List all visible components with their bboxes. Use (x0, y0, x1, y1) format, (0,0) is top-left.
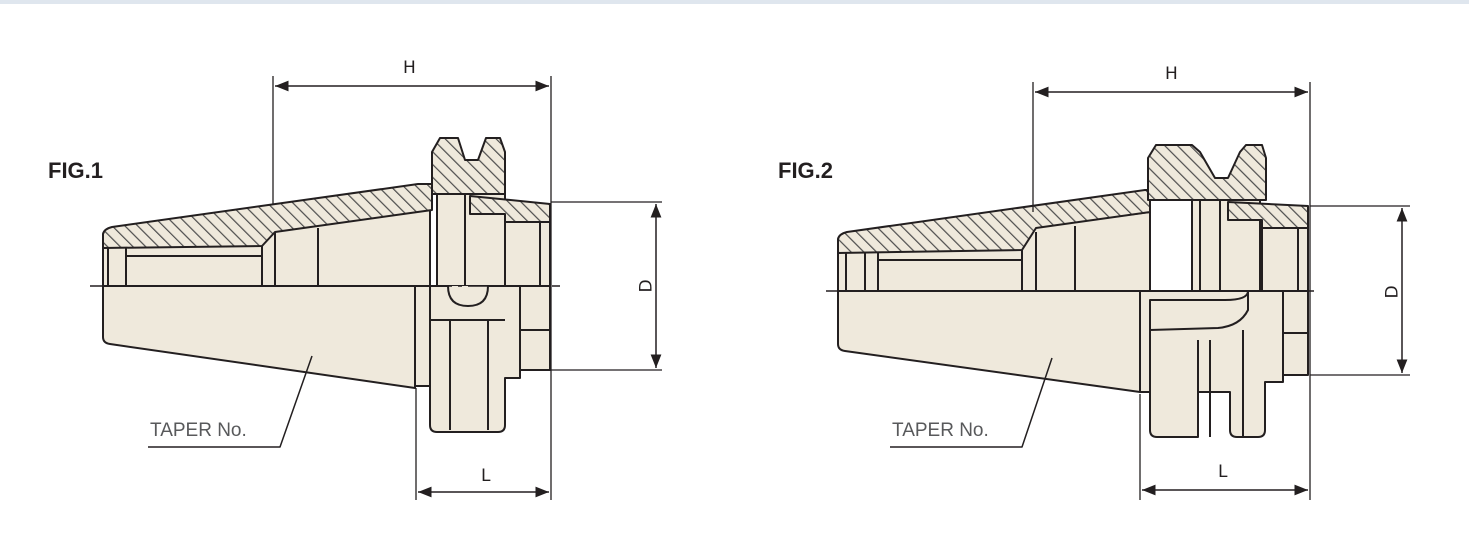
fig2-drawing (826, 82, 1410, 500)
fig2-bore-cavity (877, 259, 1023, 292)
fig1-taper-body (102, 285, 416, 389)
fig1-flange-upper-a (436, 192, 466, 287)
fig2-dim-l-label: L (1218, 462, 1228, 482)
fig1-bore-cavity (125, 255, 263, 287)
fig1-taper-callout: TAPER No. (150, 420, 247, 441)
fig2-vflange-top (1147, 144, 1267, 201)
fig2-taper-wall (837, 189, 1151, 254)
fig1-taper-wall (102, 183, 433, 249)
fig1-title: FIG.1 (48, 158, 104, 183)
fig2-taper-body (837, 290, 1141, 393)
fig2-dim-h-label: H (1165, 64, 1178, 84)
fig1-drive-notch (447, 285, 489, 307)
fig1-taper-leader (148, 355, 313, 448)
fig2-drive-lug (1149, 290, 1249, 331)
fig1-vflange-top (431, 137, 506, 195)
fig2-taper-callout: TAPER No. (892, 420, 989, 441)
fig1-dim-h-label: H (403, 58, 416, 78)
fig2-title: FIG.2 (778, 158, 834, 183)
fig1-nose-upper (504, 221, 551, 287)
fig1-drawing (90, 76, 662, 500)
fig1-dim-d-label: D (636, 279, 657, 293)
fig2-flange-upper-a (1191, 199, 1221, 292)
fig1-flange-lower (414, 285, 521, 433)
fig2-dim-d-label: D (1382, 285, 1403, 299)
top-border-bar (0, 0, 1469, 4)
fig1-nose-lower (519, 285, 551, 371)
fig2-nose-upper (1261, 227, 1309, 292)
fig1-dim-l-label: L (481, 466, 491, 486)
fig2-taper-leader (890, 357, 1053, 448)
